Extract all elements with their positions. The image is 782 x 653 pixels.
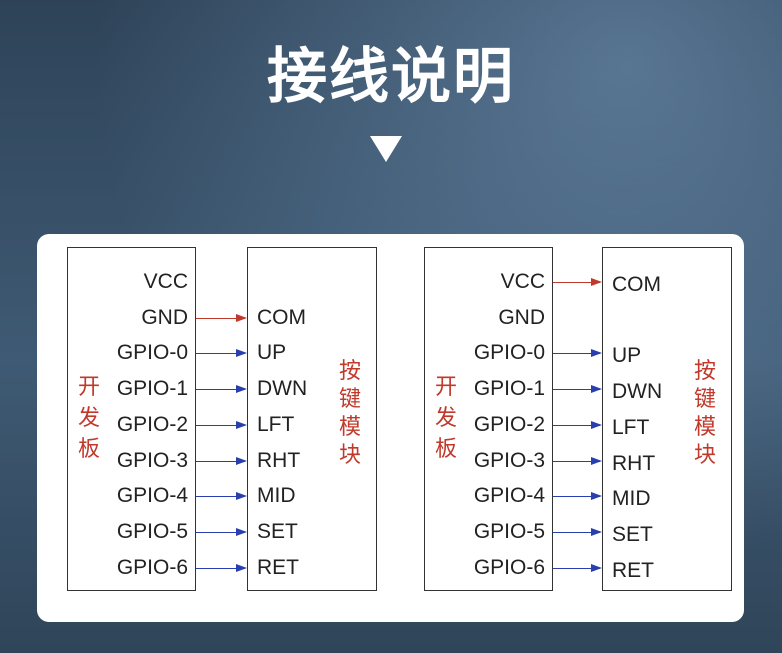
module-pin-label: COM xyxy=(612,273,661,296)
board-label-char: 发 xyxy=(434,406,457,431)
board-pin-label: GPIO-2 xyxy=(473,412,545,436)
dev-board-box xyxy=(424,247,553,591)
board-label-char: 开 xyxy=(77,375,100,400)
wire-gpio-6-to-ret xyxy=(553,563,602,572)
wire-gpio-3-to-rht xyxy=(196,456,247,465)
wire-gpio-0-to-up xyxy=(553,349,602,358)
button-module-box xyxy=(247,247,377,591)
module-pin-label: RET xyxy=(257,555,299,579)
module-pin-label: SET xyxy=(257,519,298,543)
module-pin-label: COM xyxy=(257,305,306,329)
module-pin-label: LFT xyxy=(612,415,650,439)
board-pin-label: GPIO-0 xyxy=(116,341,188,365)
board-pin-label: VCC xyxy=(500,270,545,293)
down-arrow-icon xyxy=(370,136,402,162)
module-pin-label: MID xyxy=(612,487,651,511)
board-pin-label: GPIO-0 xyxy=(473,341,545,365)
module-label-char: 按 xyxy=(338,359,361,384)
module-label-char: 键 xyxy=(338,387,361,412)
board-label-char: 发 xyxy=(77,406,100,431)
board-label-char: 板 xyxy=(77,437,100,462)
board-pin-label: GPIO-3 xyxy=(473,448,545,472)
board-pin-label: GPIO-2 xyxy=(116,412,188,436)
board-pin-label: GND xyxy=(141,305,188,329)
board-pin-label: GPIO-5 xyxy=(473,519,545,543)
wire-gpio-3-to-rht xyxy=(553,456,602,465)
module-label-char: 模 xyxy=(338,415,361,440)
board-pin-label: GPIO-1 xyxy=(473,377,545,401)
wire-gpio-6-to-ret xyxy=(196,563,247,572)
board-pin-label: GPIO-3 xyxy=(116,448,188,472)
board-pin-label: GPIO-6 xyxy=(473,555,545,579)
module-pin-label: UP xyxy=(612,344,642,368)
module-pin-label: DWN xyxy=(612,380,663,404)
module-label-char: 模 xyxy=(693,415,716,440)
module-pin-label: RHT xyxy=(612,451,656,475)
wire-gpio-4-to-mid xyxy=(553,492,602,501)
module-label-char: 块 xyxy=(693,443,716,468)
module-label-char: 块 xyxy=(338,443,361,468)
wire-gpio-1-to-dwn xyxy=(196,385,247,394)
board-label-char: 开 xyxy=(434,375,457,400)
wire-gpio-2-to-lft xyxy=(553,420,602,429)
module-pin-label: UP xyxy=(257,341,287,365)
module-pin-label: LFT xyxy=(257,412,295,436)
wire-gpio-0-to-up xyxy=(196,349,247,358)
module-pin-label: RHT xyxy=(257,448,301,472)
module-label-char: 键 xyxy=(693,387,716,412)
board-pin-label: GPIO-4 xyxy=(473,484,545,508)
board-pin-label: GND xyxy=(498,305,545,329)
dev-board-box xyxy=(67,247,196,591)
wire-gnd-to-com xyxy=(196,313,247,322)
wire-gpio-4-to-mid xyxy=(196,492,247,501)
wire-gpio-2-to-lft xyxy=(196,420,247,429)
wire-vcc-to-com xyxy=(553,278,602,286)
board-pin-label: GPIO-5 xyxy=(116,519,188,543)
board-pin-label: GPIO-6 xyxy=(116,555,188,579)
wire-gpio-5-to-set xyxy=(196,527,247,536)
module-label-char: 按 xyxy=(693,359,716,384)
board-label-char: 板 xyxy=(434,437,457,462)
board-pin-label: GPIO-1 xyxy=(116,377,188,401)
button-module-box xyxy=(602,247,732,591)
board-pin-label: VCC xyxy=(143,270,188,293)
wire-gpio-1-to-dwn xyxy=(553,385,602,394)
module-pin-label: SET xyxy=(612,522,653,546)
module-pin-label: MID xyxy=(257,484,296,508)
board-pin-label: GPIO-4 xyxy=(116,484,188,508)
wire-gpio-5-to-set xyxy=(553,527,602,536)
module-pin-label: DWN xyxy=(257,377,308,401)
module-pin-label: RET xyxy=(612,558,654,582)
page-title: 接线说明 xyxy=(267,42,515,112)
